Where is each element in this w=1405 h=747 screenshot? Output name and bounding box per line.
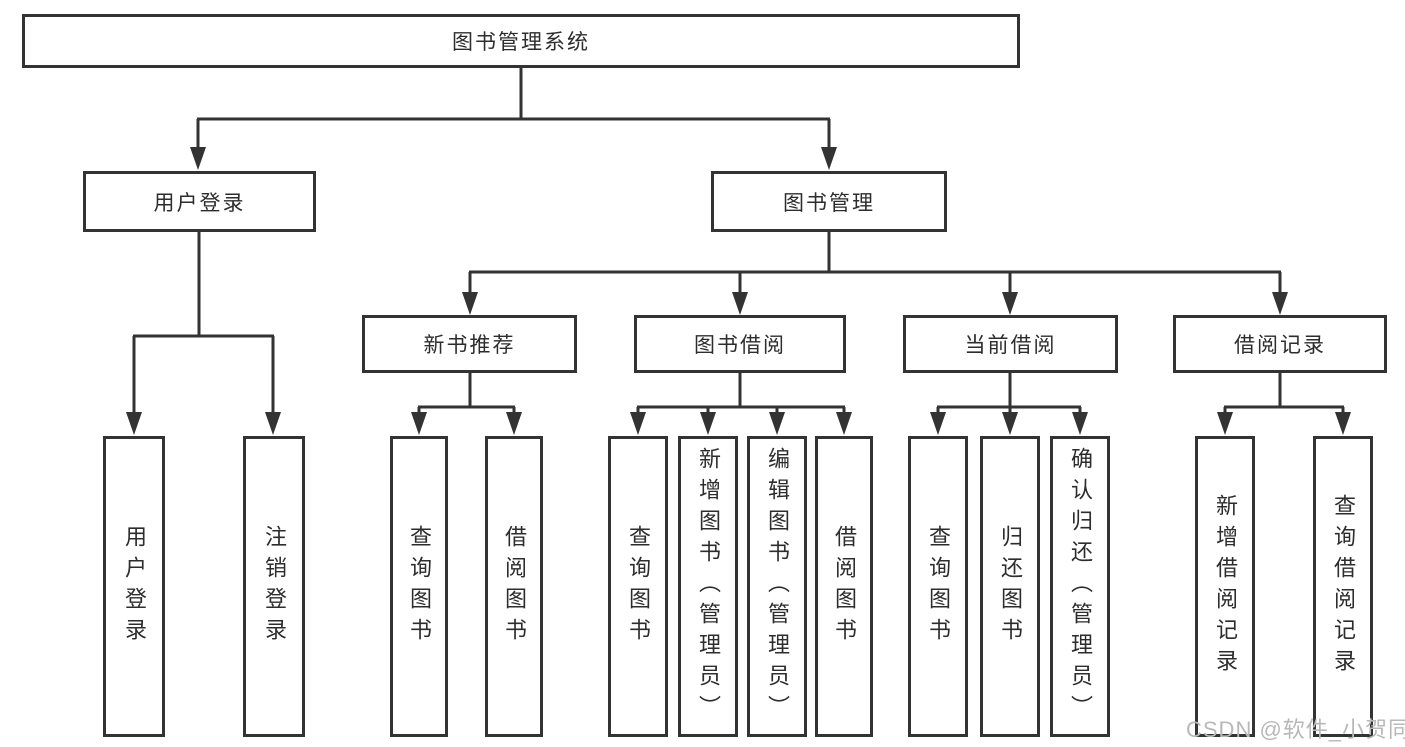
leaf-current-query-books-label: 查询图书: [926, 524, 951, 649]
node-book-borrow-label: 图书借阅: [694, 334, 786, 357]
csdn-watermark: CSDN @软件_小贺同学: [1186, 717, 1405, 742]
node-new-book-recommend: 新书推荐: [362, 315, 577, 373]
leaf-user-login: 用户登录: [103, 436, 165, 737]
node-current-borrow-label: 当前借阅: [964, 334, 1057, 357]
leaf-current-return-books-label: 归还图书: [998, 524, 1023, 649]
leaf-borrow-query-books: 查询图书: [608, 436, 668, 737]
leaf-borrow-add-books-admin-label: 新增图书（管理员）: [696, 447, 721, 726]
leaf-borrow-borrow-books-label: 借阅图书: [832, 524, 857, 649]
leaf-records-add-record-label: 新增借阅记录: [1213, 493, 1238, 680]
node-book-management: 图书管理: [711, 171, 947, 232]
leaf-current-confirm-return-admin: 确认归还（管理员）: [1050, 436, 1110, 737]
node-borrow-records: 借阅记录: [1173, 315, 1387, 373]
node-user-login-label: 用户登录: [153, 191, 246, 215]
node-book-management-label: 图书管理: [783, 191, 875, 215]
leaf-recommend-query-books-label: 查询图书: [407, 524, 432, 649]
leaf-current-return-books: 归还图书: [980, 436, 1040, 737]
leaf-logout: 注销登录: [243, 436, 305, 737]
node-root-label: 图书管理系统: [452, 31, 590, 54]
leaf-borrow-add-books-admin: 新增图书（管理员）: [678, 436, 738, 737]
leaf-records-query-record-label: 查询借阅记录: [1331, 493, 1356, 680]
leaf-borrow-edit-books-admin: 编辑图书（管理员）: [747, 436, 807, 737]
node-user-login: 用户登录: [83, 171, 316, 232]
leaf-user-login-label: 用户登录: [122, 524, 147, 649]
leaf-recommend-query-books: 查询图书: [390, 436, 448, 737]
leaf-logout-label: 注销登录: [262, 524, 287, 649]
node-book-borrow: 图书借阅: [634, 315, 846, 373]
node-new-book-recommend-label: 新书推荐: [423, 334, 516, 357]
leaf-records-query-record: 查询借阅记录: [1313, 436, 1373, 737]
leaf-current-confirm-return-admin-label: 确认归还（管理员）: [1068, 447, 1093, 726]
leaf-recommend-borrow-books-label: 借阅图书: [502, 524, 527, 649]
leaf-borrow-query-books-label: 查询图书: [626, 524, 651, 649]
leaf-records-add-record: 新增借阅记录: [1195, 436, 1255, 737]
leaf-borrow-borrow-books: 借阅图书: [815, 436, 873, 737]
leaf-borrow-edit-books-admin-label: 编辑图书（管理员）: [765, 447, 790, 726]
leaf-recommend-borrow-books: 借阅图书: [485, 436, 543, 737]
node-current-borrow: 当前借阅: [903, 315, 1118, 373]
node-borrow-records-label: 借阅记录: [1234, 334, 1326, 357]
leaf-current-query-books: 查询图书: [908, 436, 968, 737]
node-root: 图书管理系统: [22, 14, 1020, 68]
